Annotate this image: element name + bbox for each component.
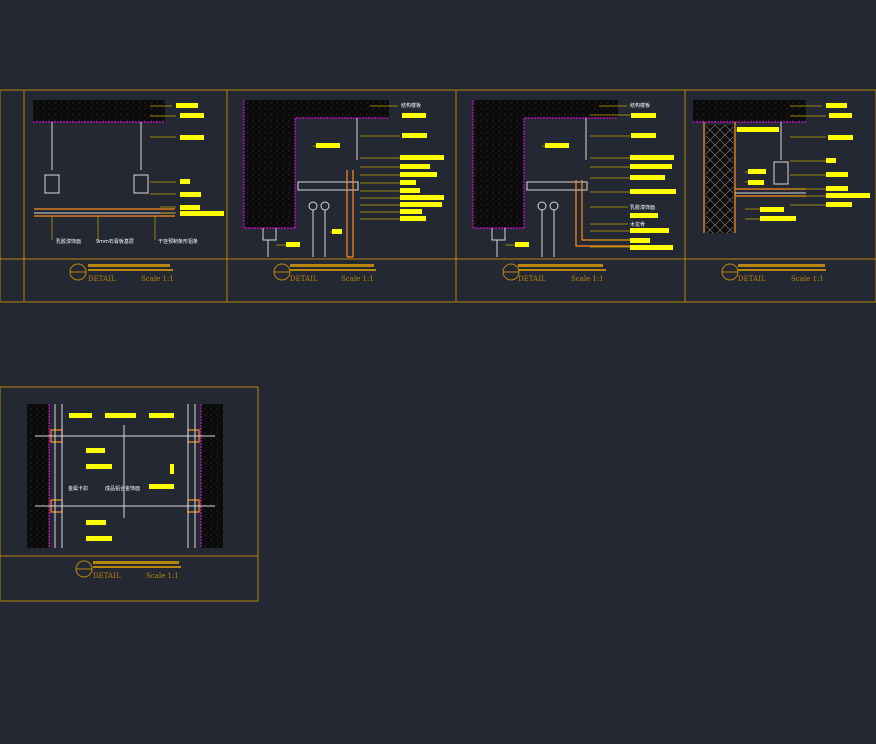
d3-scale: Scale 1:1 (571, 275, 604, 283)
ceiling-slab (244, 100, 389, 118)
bottom-sheet-frame (0, 386, 259, 602)
d1-note-1: 乳胶漆饰面 (56, 238, 81, 245)
d4-scale: Scale 1:1 (791, 275, 824, 283)
d3-note-1: 结构楼板 (630, 102, 650, 109)
d5-scale: Scale 1:1 (146, 572, 179, 580)
d4-caption: DETAIL (738, 275, 766, 283)
top-sheet-frame (0, 89, 876, 303)
detail-3: 结构楼板 乳胶漆饰面 木龙骨 DETAIL Scale 1:1 (472, 100, 676, 283)
right-wall (201, 404, 223, 548)
d1-note-2: 9mm石膏板基层 (96, 238, 134, 245)
left-wall (27, 404, 49, 548)
detail-5: 金属卡扣 成品铝合金饰面 DETAIL Scale 1:1 (27, 404, 223, 580)
d1-caption: DETAIL (88, 275, 116, 283)
concrete-beam (473, 118, 524, 228)
d2-caption: DETAIL (290, 275, 318, 283)
d5-caption: DETAIL (93, 572, 121, 580)
ceiling-slab (473, 100, 618, 118)
d2-scale: Scale 1:1 (341, 275, 374, 283)
d5-note-2: 成品铝合金饰面 (105, 485, 140, 492)
d3-note-3: 木龙骨 (630, 221, 645, 228)
d5-note-1: 金属卡扣 (68, 485, 88, 492)
detail-4: DETAIL Scale 1:1 (693, 100, 870, 283)
d2-note-1: 结构楼板 (401, 102, 421, 109)
d3-caption: DETAIL (518, 275, 546, 283)
insulation-wall (706, 125, 733, 233)
detail-1: 乳胶漆饰面 9mm石膏板基层 干挂预制条形铝条 DETAIL Scale 1:1 (33, 100, 224, 283)
ceiling-slab (33, 100, 165, 122)
d3-note-2: 乳胶漆饰面 (630, 204, 655, 211)
concrete-beam (244, 118, 295, 228)
ceiling-slab (693, 100, 806, 122)
d1-scale: Scale 1:1 (141, 275, 174, 283)
detail-2: 结构楼板 DETAIL Scale 1:1 (243, 100, 444, 283)
d1-note-3: 干挂预制条形铝条 (158, 238, 198, 245)
